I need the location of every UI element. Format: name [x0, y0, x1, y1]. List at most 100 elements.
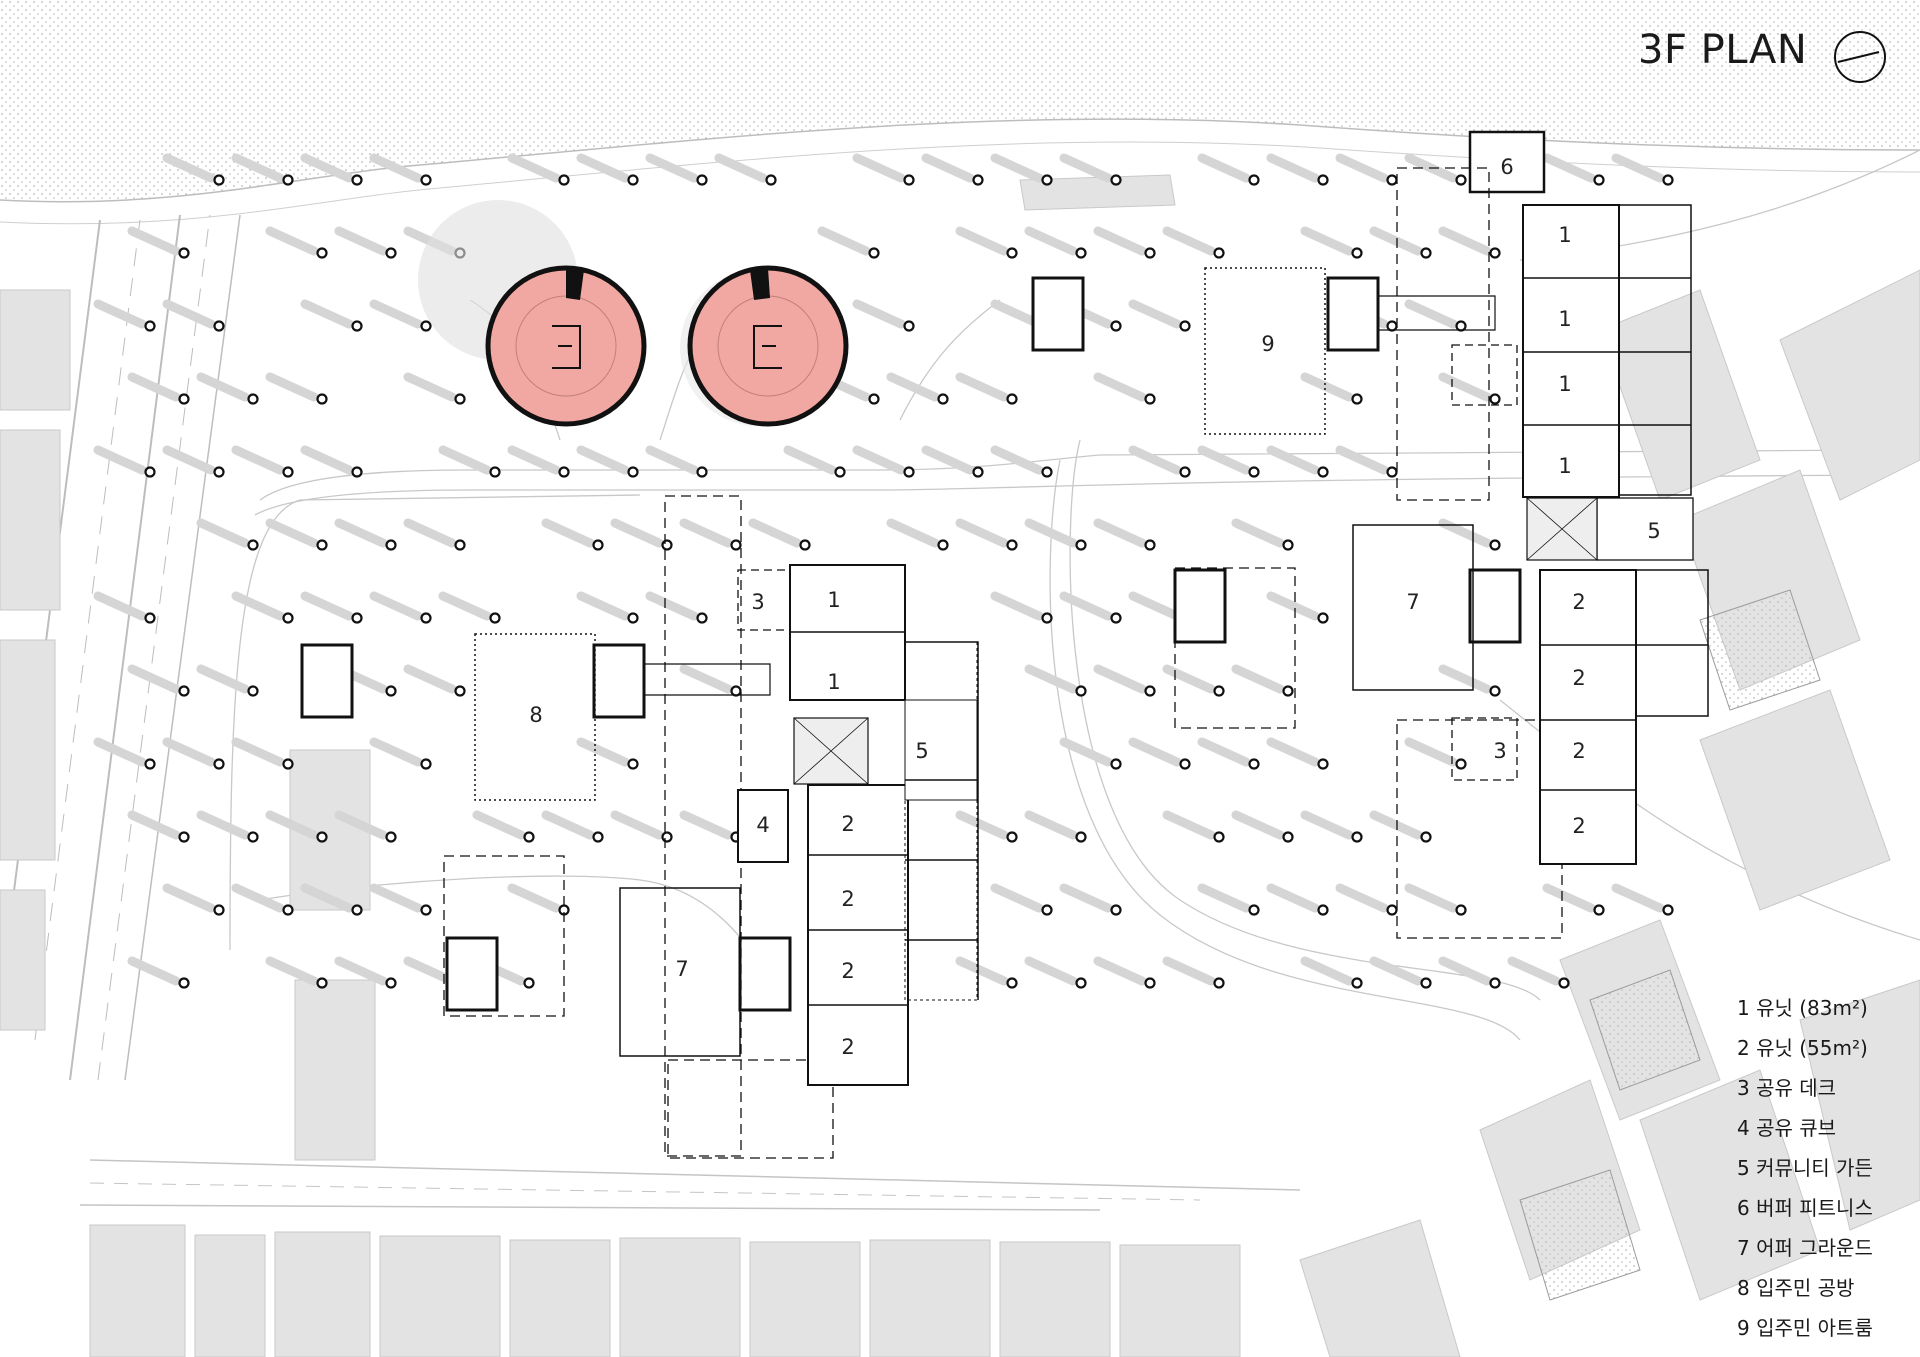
- trees: [144, 174, 1674, 989]
- tree-shadow: [334, 810, 388, 840]
- tree-shadow: [93, 737, 147, 767]
- tree-symbol: [765, 174, 777, 186]
- tree-shadow: [1162, 810, 1216, 840]
- tree-symbol: [1075, 977, 1087, 989]
- tree-symbol: [1144, 977, 1156, 989]
- tree-symbol: [247, 539, 259, 551]
- tree-symbol: [937, 539, 949, 551]
- tree-shadow: [265, 226, 319, 256]
- tree-symbol: [1558, 977, 1570, 989]
- tree-symbol: [1351, 977, 1363, 989]
- tree-symbol: [1041, 612, 1053, 624]
- tree-symbol: [523, 977, 535, 989]
- tree-shadow: [369, 591, 423, 621]
- tree-shadow: [403, 372, 457, 402]
- tree-symbol: [1213, 977, 1225, 989]
- tree-shadow: [1128, 591, 1182, 621]
- tree-shadow: [1300, 810, 1354, 840]
- tree-symbol: [213, 466, 225, 478]
- tree-shadow: [955, 518, 1009, 548]
- tree-symbol: [1041, 466, 1053, 478]
- tree-shadow: [1335, 445, 1389, 475]
- tree-shadow: [127, 956, 181, 986]
- tree-shadow: [1300, 956, 1354, 986]
- tree-symbol: [1179, 320, 1191, 332]
- plan-title: 3F PLAN: [1638, 27, 1808, 73]
- tree-symbol: [420, 612, 432, 624]
- tree-shadow: [1197, 883, 1251, 913]
- tree-shadow: [300, 591, 354, 621]
- tree-shadow: [127, 226, 181, 256]
- tree-shadow: [990, 445, 1044, 475]
- label-unit-1-left-b: 1: [827, 670, 840, 694]
- circular-tower-right: [680, 265, 849, 427]
- tree-symbol: [1489, 685, 1501, 697]
- label-unit-2-left-a: 2: [841, 812, 854, 836]
- tree-shadow: [1404, 883, 1458, 913]
- tree-symbol: [1075, 831, 1087, 843]
- tree-symbol: [316, 831, 328, 843]
- tree-symbol: [1006, 831, 1018, 843]
- tree-symbol: [316, 247, 328, 259]
- tree-shadow: [1024, 226, 1078, 256]
- tree-shadow: [610, 518, 664, 548]
- tree-symbol: [1386, 174, 1398, 186]
- tree-shadow: [1093, 956, 1147, 986]
- legend-item-unit-83: 1 유닛 (83m²): [1737, 996, 1868, 1020]
- tree-symbol: [1144, 685, 1156, 697]
- tree-symbol: [1420, 831, 1432, 843]
- tree-symbol: [489, 612, 501, 624]
- tree-symbol: [385, 977, 397, 989]
- tree-symbol: [1317, 904, 1329, 916]
- tree-shadow: [852, 299, 906, 329]
- tree-shadow: [127, 664, 181, 694]
- tree-shadow: [265, 372, 319, 402]
- tree-symbol: [1455, 174, 1467, 186]
- tree-symbol: [1006, 393, 1018, 405]
- tree-symbol: [454, 393, 466, 405]
- tree-shadow: [1197, 737, 1251, 767]
- tree-symbol: [868, 247, 880, 259]
- tree-shadow: [162, 445, 216, 475]
- tree-symbol: [1386, 466, 1398, 478]
- tree-shadow: [679, 664, 733, 694]
- tree-shadow: [1093, 518, 1147, 548]
- tree-symbol: [1075, 247, 1087, 259]
- tree-symbol: [1489, 247, 1501, 259]
- tree-symbol: [1041, 904, 1053, 916]
- tree-shadow: [886, 372, 940, 402]
- tree-symbol: [420, 758, 432, 770]
- context-buildings: [0, 174, 1920, 1357]
- tree-shadow: [1335, 883, 1389, 913]
- tree-shadow: [955, 226, 1009, 256]
- tree-symbol: [1144, 247, 1156, 259]
- tree-symbol: [868, 393, 880, 405]
- tree-symbol: [1455, 320, 1467, 332]
- tree-shadow: [852, 153, 906, 183]
- tree-shadow: [990, 883, 1044, 913]
- tree-symbol: [1420, 247, 1432, 259]
- tree-symbol: [385, 831, 397, 843]
- tree-shadow: [1128, 737, 1182, 767]
- tree-shadow: [1438, 226, 1492, 256]
- circular-tower-left: [418, 200, 647, 427]
- tree-symbol: [1351, 831, 1363, 843]
- label-unit-2-left-b: 2: [841, 887, 854, 911]
- tree-shadow: [196, 664, 250, 694]
- tree-symbol: [1386, 904, 1398, 916]
- tree-symbol: [213, 174, 225, 186]
- tree-symbol: [351, 612, 363, 624]
- label-deck-left: 3: [751, 590, 764, 614]
- bottom-road: [79, 1159, 1301, 1211]
- label-fitness: 6: [1500, 155, 1513, 179]
- tree-shadow: [162, 883, 216, 913]
- tree-shadow: [265, 956, 319, 986]
- tree-symbol: [213, 904, 225, 916]
- tree-shadow: [1369, 810, 1423, 840]
- tree-shadow: [1404, 737, 1458, 767]
- tree-shadow: [576, 591, 630, 621]
- tree-symbol: [1489, 539, 1501, 551]
- tree-shadow: [1162, 664, 1216, 694]
- legend-item-resident-workshop: 8 입주민 공방: [1737, 1276, 1855, 1300]
- tree-shadow: [1128, 445, 1182, 475]
